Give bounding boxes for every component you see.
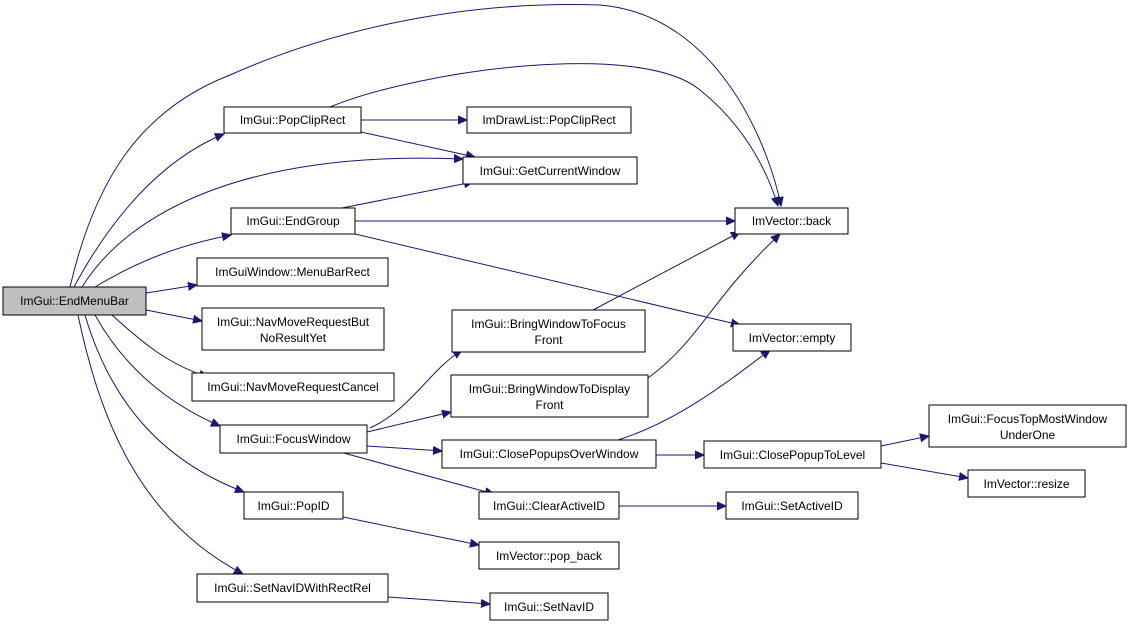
edge-focuswindow-focusfront xyxy=(369,350,462,429)
node-label: ImGui::SetActiveID xyxy=(741,499,843,513)
node-label: ImVector::empty xyxy=(749,331,836,345)
edge-focuswindow-closepopupsover xyxy=(366,445,442,451)
node-label: ImGui::SetNavID xyxy=(504,600,594,614)
node-focustopmostwindow[interactable]: ImGui::FocusTopMostWindow UnderOne xyxy=(928,404,1127,448)
node-popcliprect[interactable]: ImGui::PopClipRect xyxy=(223,106,362,134)
node-label: ImGui::ClearActiveID xyxy=(493,499,605,513)
node-navmoverequestbut[interactable]: ImGui::NavMoveRequestBut NoResultYet xyxy=(201,307,385,351)
node-setactiveid[interactable]: ImGui::SetActiveID xyxy=(725,491,859,520)
node-bringwindowtofocusfront[interactable]: ImGui::BringWindowToFocus Front xyxy=(451,309,646,353)
edge-displayfront-vector-back xyxy=(647,234,780,379)
node-vector-empty[interactable]: ImVector::empty xyxy=(732,323,852,352)
node-label: ImGui::PopID xyxy=(257,499,329,513)
edge-endmenubar-focuswindow xyxy=(94,314,220,426)
edge-endmenubar-getcurrentwindow xyxy=(81,158,463,288)
node-label: ImGui::SetNavIDWithRectRel xyxy=(214,581,371,595)
node-label: ImVector::back xyxy=(752,214,832,228)
node-vector-pop-back[interactable]: ImVector::pop_back xyxy=(478,541,620,570)
node-endmenubar[interactable]: ImGui::EndMenuBar xyxy=(2,286,147,316)
edge-endgroup-vector-empty xyxy=(354,233,740,325)
edge-setnavidwithrectrel-setnavid xyxy=(387,596,490,604)
edge-endgroup-getcurrentwindow xyxy=(341,182,473,209)
node-label: ImGui::GetCurrentWindow xyxy=(480,164,621,178)
node-label-line1: ImGui::BringWindowToDisplay xyxy=(469,382,630,396)
node-menubarrect[interactable]: ImGuiWindow::MenuBarRect xyxy=(196,257,389,287)
node-label: ImVector::pop_back xyxy=(496,549,603,563)
node-label-line2: UnderOne xyxy=(1000,428,1056,442)
edge-endmenubar-endgroup xyxy=(94,235,231,288)
node-label-line1: ImGui::FocusTopMostWindow xyxy=(948,412,1108,426)
node-label: ImGui::PopClipRect xyxy=(240,113,346,127)
edge-popid-pop-back xyxy=(342,516,479,545)
node-label: ImGui::EndMenuBar xyxy=(20,294,129,308)
node-label-line2: Front xyxy=(534,333,563,347)
node-vector-back[interactable]: ImVector::back xyxy=(734,207,849,235)
edge-closepopuptolevel-resize xyxy=(880,462,968,478)
node-label-line2: NoResultYet xyxy=(260,331,327,345)
node-endgroup[interactable]: ImGui::EndGroup xyxy=(230,207,356,235)
edge-closepopupsover-vector-empty xyxy=(617,350,770,441)
node-setnavid[interactable]: ImGui::SetNavID xyxy=(489,592,609,621)
edge-popcliprect-vector-back xyxy=(329,63,778,206)
node-label-line2: Front xyxy=(535,398,564,412)
node-focuswindow[interactable]: ImGui::FocusWindow xyxy=(219,424,368,454)
edge-focuswindow-displayfront xyxy=(366,412,451,433)
node-label: ImGui::FocusWindow xyxy=(236,432,350,446)
node-closepopuptolevel[interactable]: ImGui::ClosePopupToLevel xyxy=(703,440,882,469)
node-label: ImGui::ClosePopupToLevel xyxy=(720,448,865,462)
node-vector-resize[interactable]: ImVector::resize xyxy=(967,469,1086,498)
node-popid[interactable]: ImGui::PopID xyxy=(243,491,344,520)
edge-endmenubar-vector-back xyxy=(69,4,781,288)
node-label: ImGui::EndGroup xyxy=(246,214,340,228)
edge-endmenubar-menubarrect xyxy=(145,285,197,294)
edge-popcliprect-getcurrentwindow xyxy=(360,131,475,157)
node-getcurrentwindow[interactable]: ImGui::GetCurrentWindow xyxy=(462,156,638,185)
node-label: ImGui::ClosePopupsOverWindow xyxy=(460,447,639,461)
edge-endmenubar-setnavidwithrectrel xyxy=(77,314,243,574)
node-drawlist-popcliprect[interactable]: ImDrawList::PopClipRect xyxy=(466,106,632,134)
node-clearactiveid[interactable]: ImGui::ClearActiveID xyxy=(478,491,620,520)
edge-endmenubar-navmoverequestbut xyxy=(145,309,202,321)
node-label-line1: ImGui::NavMoveRequestBut xyxy=(217,315,370,329)
edge-focusfront-vector-back xyxy=(592,232,740,311)
edge-focuswindow-clearactiveid xyxy=(339,451,494,494)
node-label: ImVector::resize xyxy=(983,477,1069,491)
edge-closepopuptolevel-focustopmost xyxy=(880,436,929,447)
edges xyxy=(69,4,968,604)
node-label: ImGui::NavMoveRequestCancel xyxy=(207,380,378,394)
node-label: ImGuiWindow::MenuBarRect xyxy=(215,265,370,279)
node-closepopupsoverwindow[interactable]: ImGui::ClosePopupsOverWindow xyxy=(441,439,657,469)
edge-endmenubar-navmoverequestcancel xyxy=(111,314,208,377)
node-label-line1: ImGui::BringWindowToFocus xyxy=(471,317,626,331)
edge-endmenubar-popid xyxy=(84,314,244,492)
node-bringwindowtodisplayfront[interactable]: ImGui::BringWindowToDisplay Front xyxy=(450,374,649,418)
node-navmoverequestcancel[interactable]: ImGui::NavMoveRequestCancel xyxy=(191,372,395,402)
node-setnavidwithrectrel[interactable]: ImGui::SetNavIDWithRectRel xyxy=(196,573,389,603)
edge-endmenubar-popcliprect xyxy=(73,134,224,288)
node-label: ImDrawList::PopClipRect xyxy=(482,113,616,127)
